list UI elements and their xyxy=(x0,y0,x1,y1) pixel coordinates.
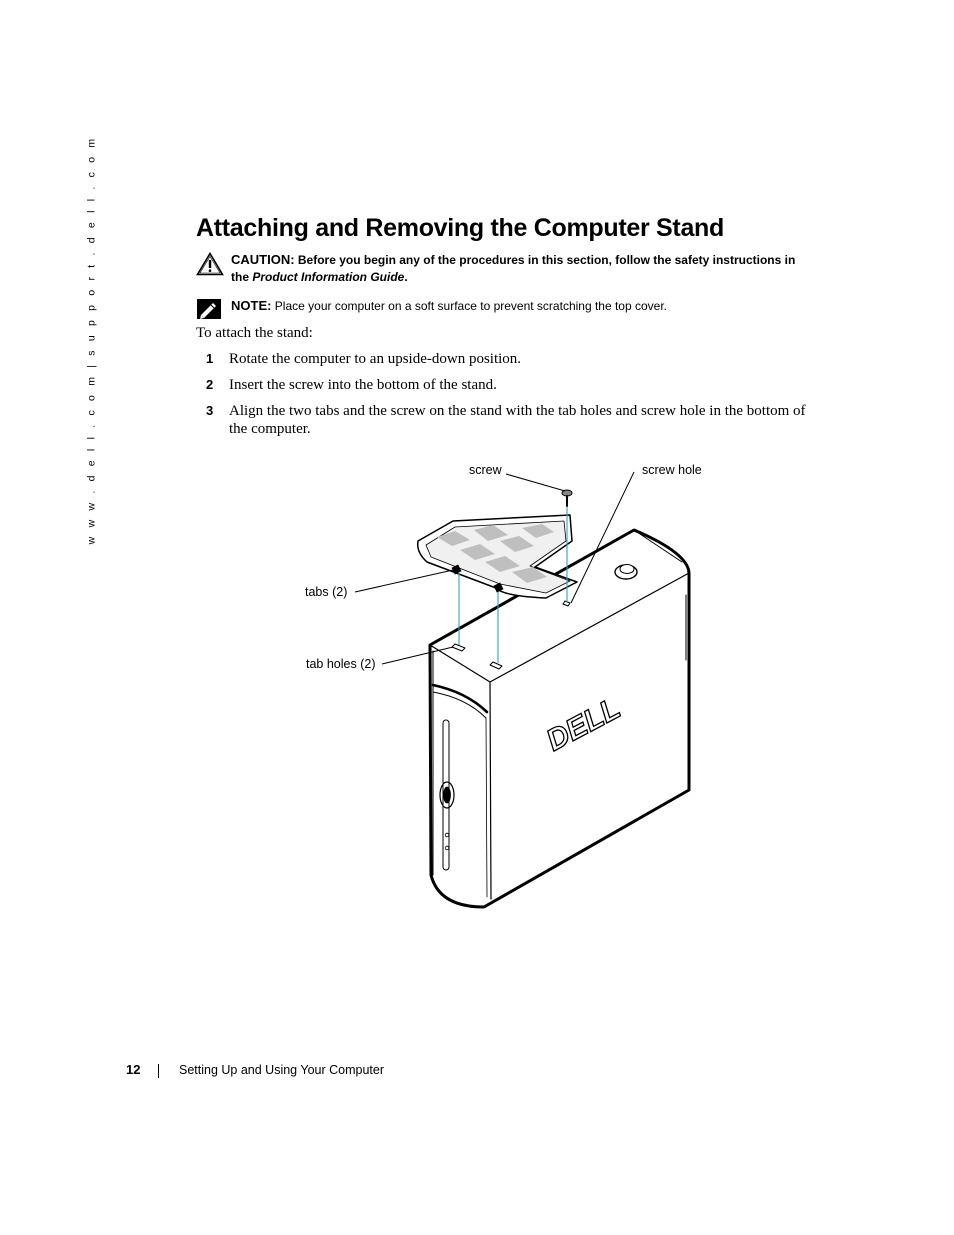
step-text: Insert the screw into the bottom of the … xyxy=(229,377,497,393)
sidebar-url: w w w . d e l l . c o m | s u p p o r t … xyxy=(84,136,98,545)
page-number: 12 xyxy=(126,1062,141,1077)
footer-section: Setting Up and Using Your Computer xyxy=(179,1063,384,1077)
note-body: Place your computer on a soft surface to… xyxy=(274,299,668,313)
note-pencil-icon xyxy=(197,299,221,319)
footer-divider xyxy=(158,1064,159,1078)
stand-illustration: DELL screw screw hole tabs (2) tab holes… xyxy=(305,463,702,909)
note-text: NOTE: Place your computer on a soft surf… xyxy=(231,298,816,315)
label-tabs: tabs (2) xyxy=(305,585,347,599)
page-footer: 12 Setting Up and Using Your Computer xyxy=(126,1062,526,1082)
label-screw-hole: screw hole xyxy=(642,463,702,477)
steps-list: 1 Rotate the computer to an upside-down … xyxy=(196,350,816,446)
label-screw: screw xyxy=(469,463,503,477)
computer-case-outline xyxy=(428,528,691,909)
caution-label: CAUTION: xyxy=(231,252,295,267)
step-text: Rotate the computer to an upside-down po… xyxy=(229,351,522,367)
page-title: Attaching and Removing the Computer Stan… xyxy=(196,214,724,242)
tab-holes xyxy=(451,600,571,670)
label-tab-holes: tab holes (2) xyxy=(306,657,375,671)
caution-guide: Product Information Guide xyxy=(252,269,405,284)
caution-text: CAUTION: Before you begin any of the pro… xyxy=(231,252,816,285)
caution-icon xyxy=(196,252,224,276)
power-button-icon xyxy=(614,564,638,580)
step-number: 2 xyxy=(206,377,214,392)
callout-leaders xyxy=(354,471,635,665)
step-text: Align the two tabs and the screw on the … xyxy=(229,403,806,437)
caution-body: Before you begin any of the procedures i… xyxy=(231,253,796,284)
alignment-guides xyxy=(458,507,568,663)
list-item: 3 Align the two tabs and the screw on th… xyxy=(196,402,816,438)
list-item: 2 Insert the screw into the bottom of th… xyxy=(196,376,816,394)
note-label: NOTE: xyxy=(231,298,272,313)
step-number: 1 xyxy=(206,351,214,366)
sidebar-url-text: w w w . d e l l . c o m | s u p p o r t … xyxy=(85,135,97,545)
step-number: 3 xyxy=(206,403,214,418)
computer-stand xyxy=(416,514,578,599)
screw-icon xyxy=(561,489,573,507)
caution-end: . xyxy=(404,269,408,284)
list-item: 1 Rotate the computer to an upside-down … xyxy=(196,350,816,368)
intro-text: To attach the stand: xyxy=(196,325,313,341)
